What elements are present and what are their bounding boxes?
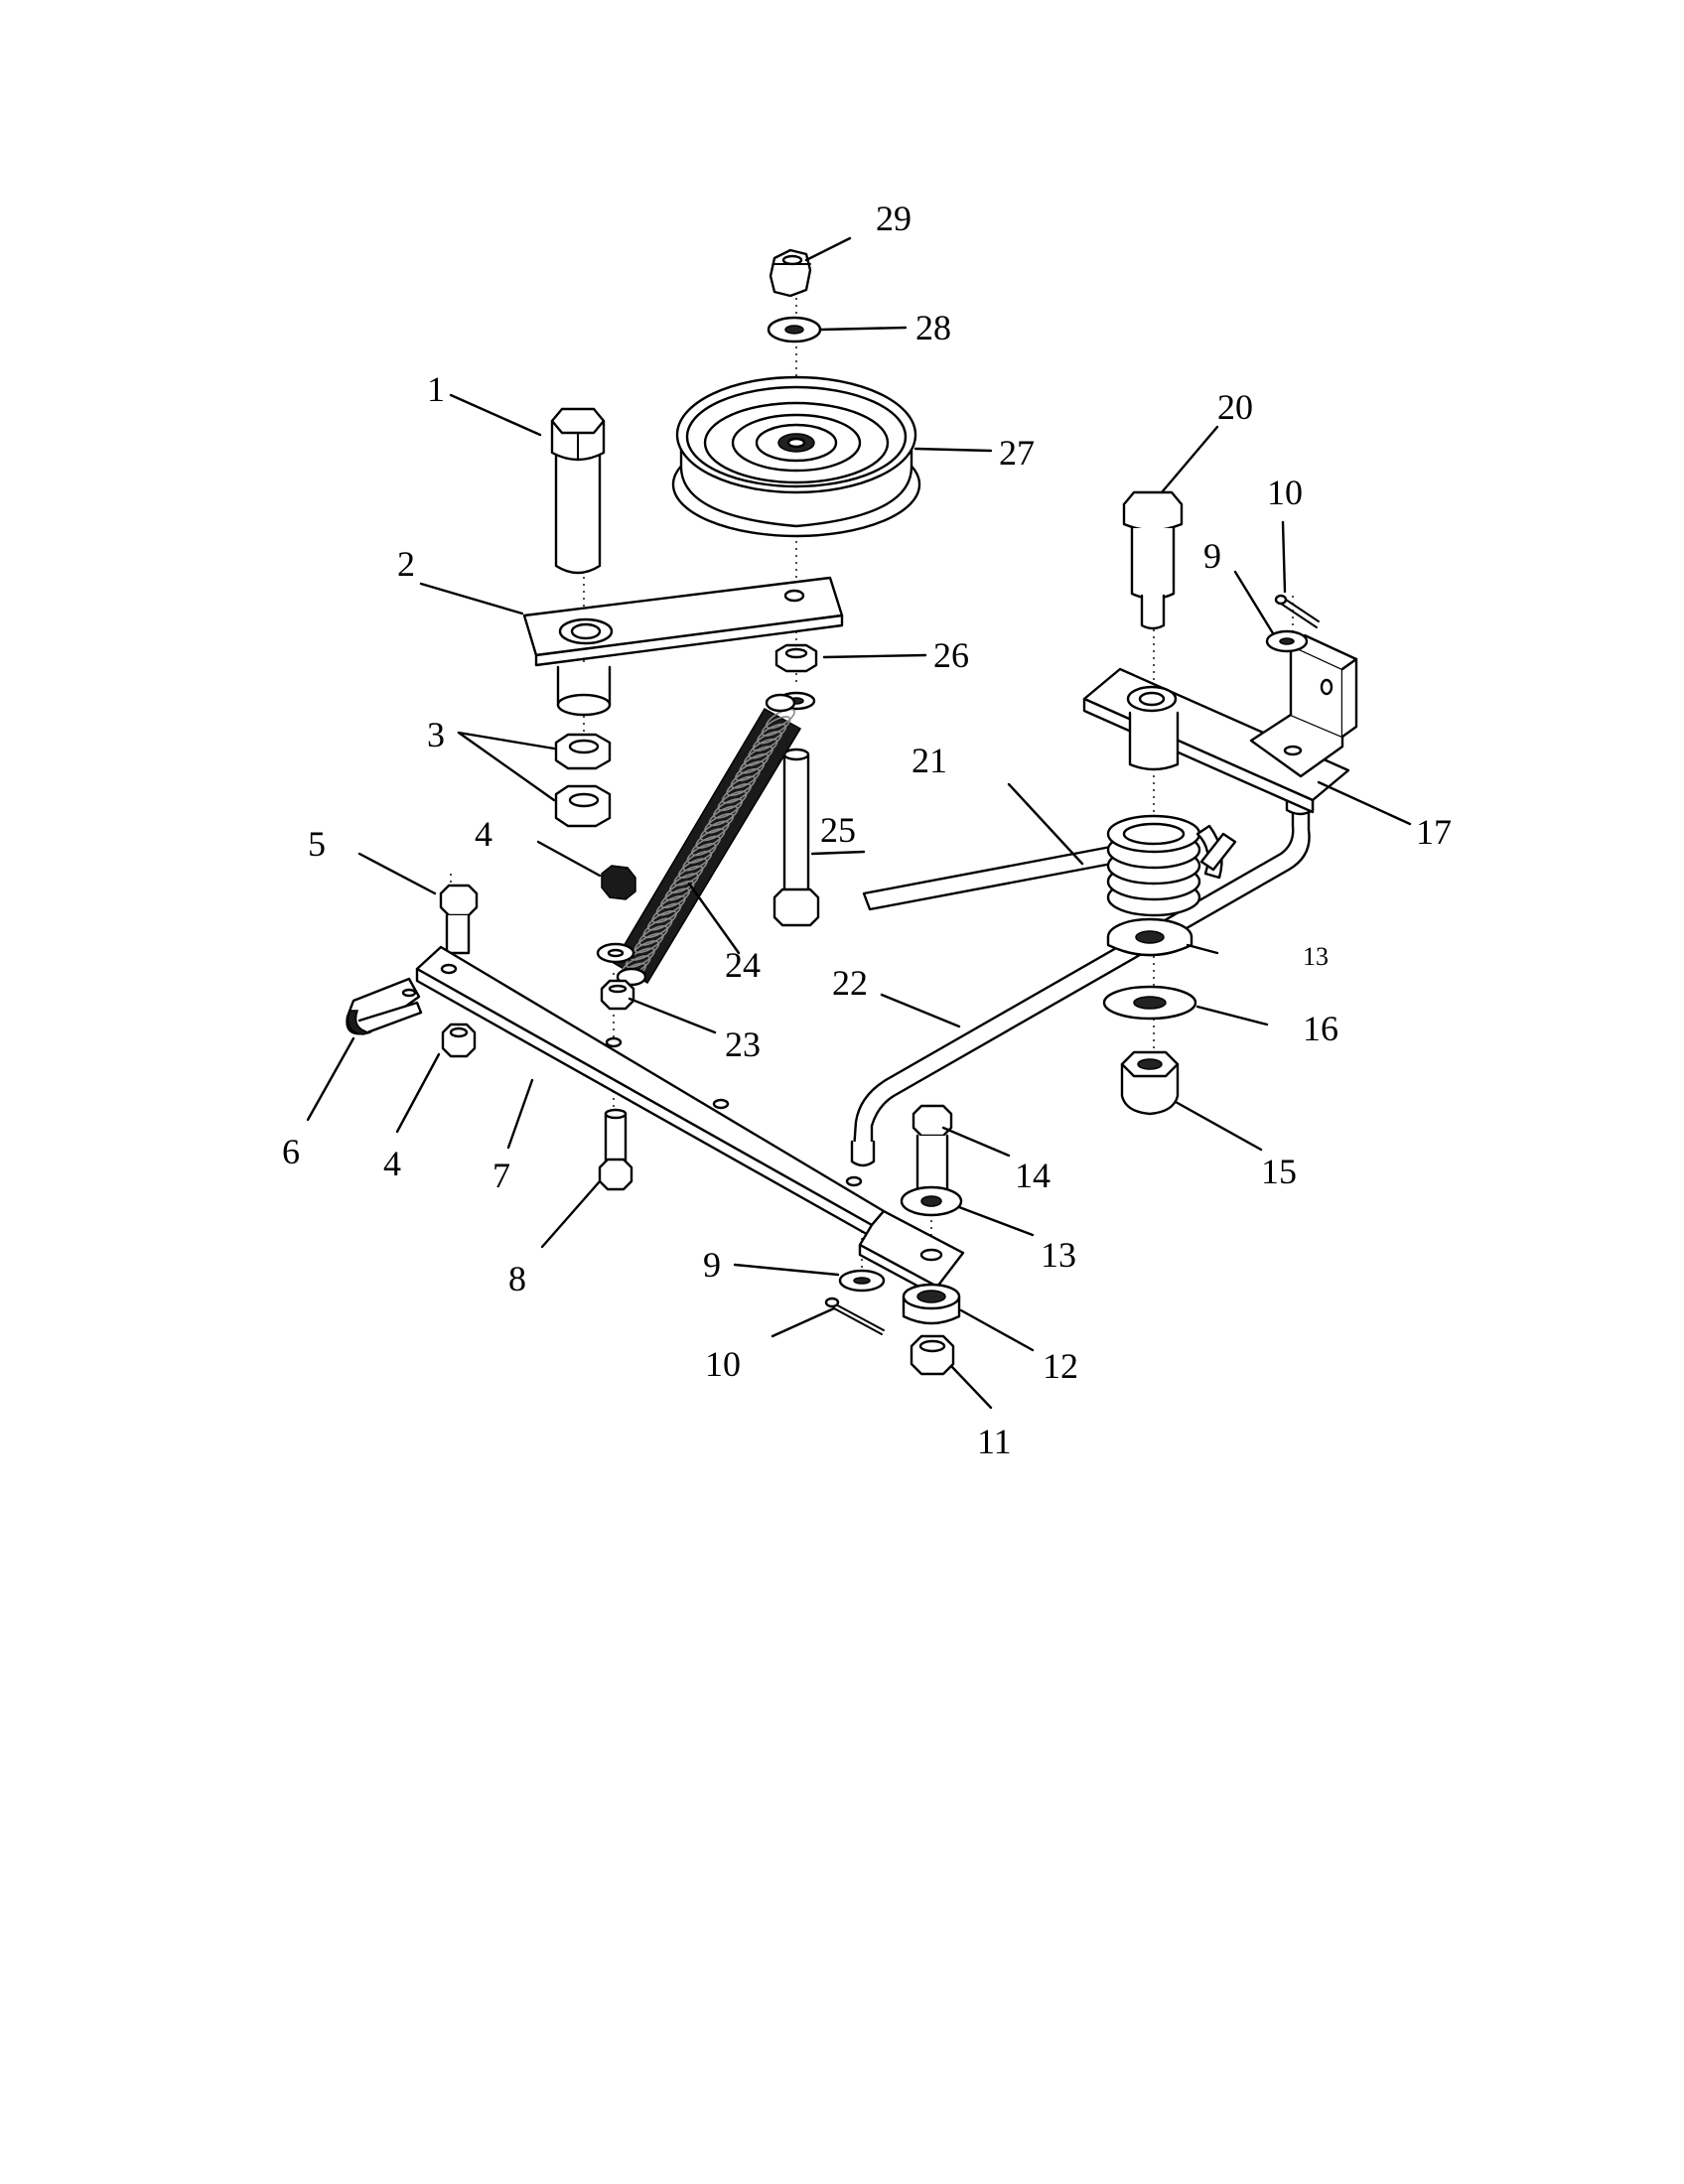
- callout-2: 2: [397, 544, 415, 584]
- callout-17: 17: [1416, 812, 1452, 852]
- cap-nut-15: [1120, 1050, 1180, 1116]
- washer-13-lower: [900, 1185, 963, 1217]
- idler-pulley-27: [671, 375, 921, 538]
- nut-4-upper: [601, 865, 636, 900]
- callout-12: 12: [1043, 1346, 1078, 1386]
- bolt-8: [598, 1108, 633, 1191]
- callout-10-lower: 10: [705, 1344, 741, 1384]
- callout-20: 20: [1217, 387, 1253, 427]
- nut-4-lower: [441, 1023, 477, 1058]
- callout-7: 7: [492, 1156, 510, 1195]
- cotter-pin-10-upper: [1274, 594, 1320, 628]
- bolt-14: [912, 1104, 953, 1193]
- bushing-12: [902, 1283, 961, 1325]
- callout-24: 24: [725, 945, 761, 985]
- callout-29: 29: [876, 199, 912, 238]
- clevis-6: [346, 977, 423, 1035]
- bolt-20: [1122, 490, 1184, 630]
- callout-9-upper: 9: [1203, 536, 1221, 576]
- callout-27: 27: [999, 433, 1035, 473]
- washer-13-upper: [1106, 917, 1193, 957]
- callout-28: 28: [915, 308, 951, 347]
- spring-coil: [766, 708, 795, 730]
- pivot-tube: [556, 665, 612, 717]
- callout-22: 22: [832, 963, 868, 1003]
- callout-labels: 29 28 27 20 10 9 1 2 26 3 21 17 4 25 5 2…: [282, 199, 1452, 1461]
- callout-5: 5: [308, 824, 326, 864]
- callout-14: 14: [1015, 1156, 1051, 1195]
- callout-15: 15: [1261, 1152, 1297, 1191]
- washer-28: [767, 316, 822, 343]
- callout-13-lower: 13: [1041, 1235, 1076, 1275]
- hex-bolt-1: [550, 407, 606, 575]
- cotter-pin-10-lower: [824, 1297, 885, 1335]
- callout-3: 3: [427, 715, 445, 754]
- bracket-17: [1082, 633, 1358, 814]
- hex-nuts-3: [554, 733, 612, 828]
- hex-nut-29: [769, 248, 812, 298]
- washer-9-lower: [838, 1269, 886, 1293]
- callout-1: 1: [427, 369, 445, 409]
- idler-arm-plate-2: [522, 576, 844, 667]
- callout-8: 8: [508, 1259, 526, 1298]
- lever-bar-7: [415, 945, 965, 1298]
- callout-16: 16: [1303, 1009, 1338, 1048]
- torsion-spring-21: [862, 814, 1237, 917]
- callout-21: 21: [912, 741, 947, 780]
- callout-9-lower: 9: [703, 1245, 721, 1285]
- callout-4-upper: 4: [475, 814, 492, 854]
- callout-25: 25: [820, 810, 856, 850]
- nut-23: [596, 942, 635, 1011]
- washer-9-upper: [1265, 629, 1309, 653]
- callout-11: 11: [977, 1422, 1012, 1461]
- bolt-25: [772, 748, 820, 927]
- callout-26: 26: [933, 635, 969, 675]
- spring-24: [612, 693, 802, 987]
- washer-16: [1102, 985, 1197, 1021]
- callout-4-lower: 4: [383, 1144, 401, 1183]
- callout-23: 23: [725, 1024, 761, 1064]
- leader-lines: [306, 236, 1412, 1410]
- nut-11: [910, 1334, 955, 1376]
- callout-6: 6: [282, 1132, 300, 1171]
- callout-13-upper: 13: [1303, 942, 1329, 971]
- bolt-5: [439, 884, 479, 955]
- callout-10-upper: 10: [1267, 473, 1303, 512]
